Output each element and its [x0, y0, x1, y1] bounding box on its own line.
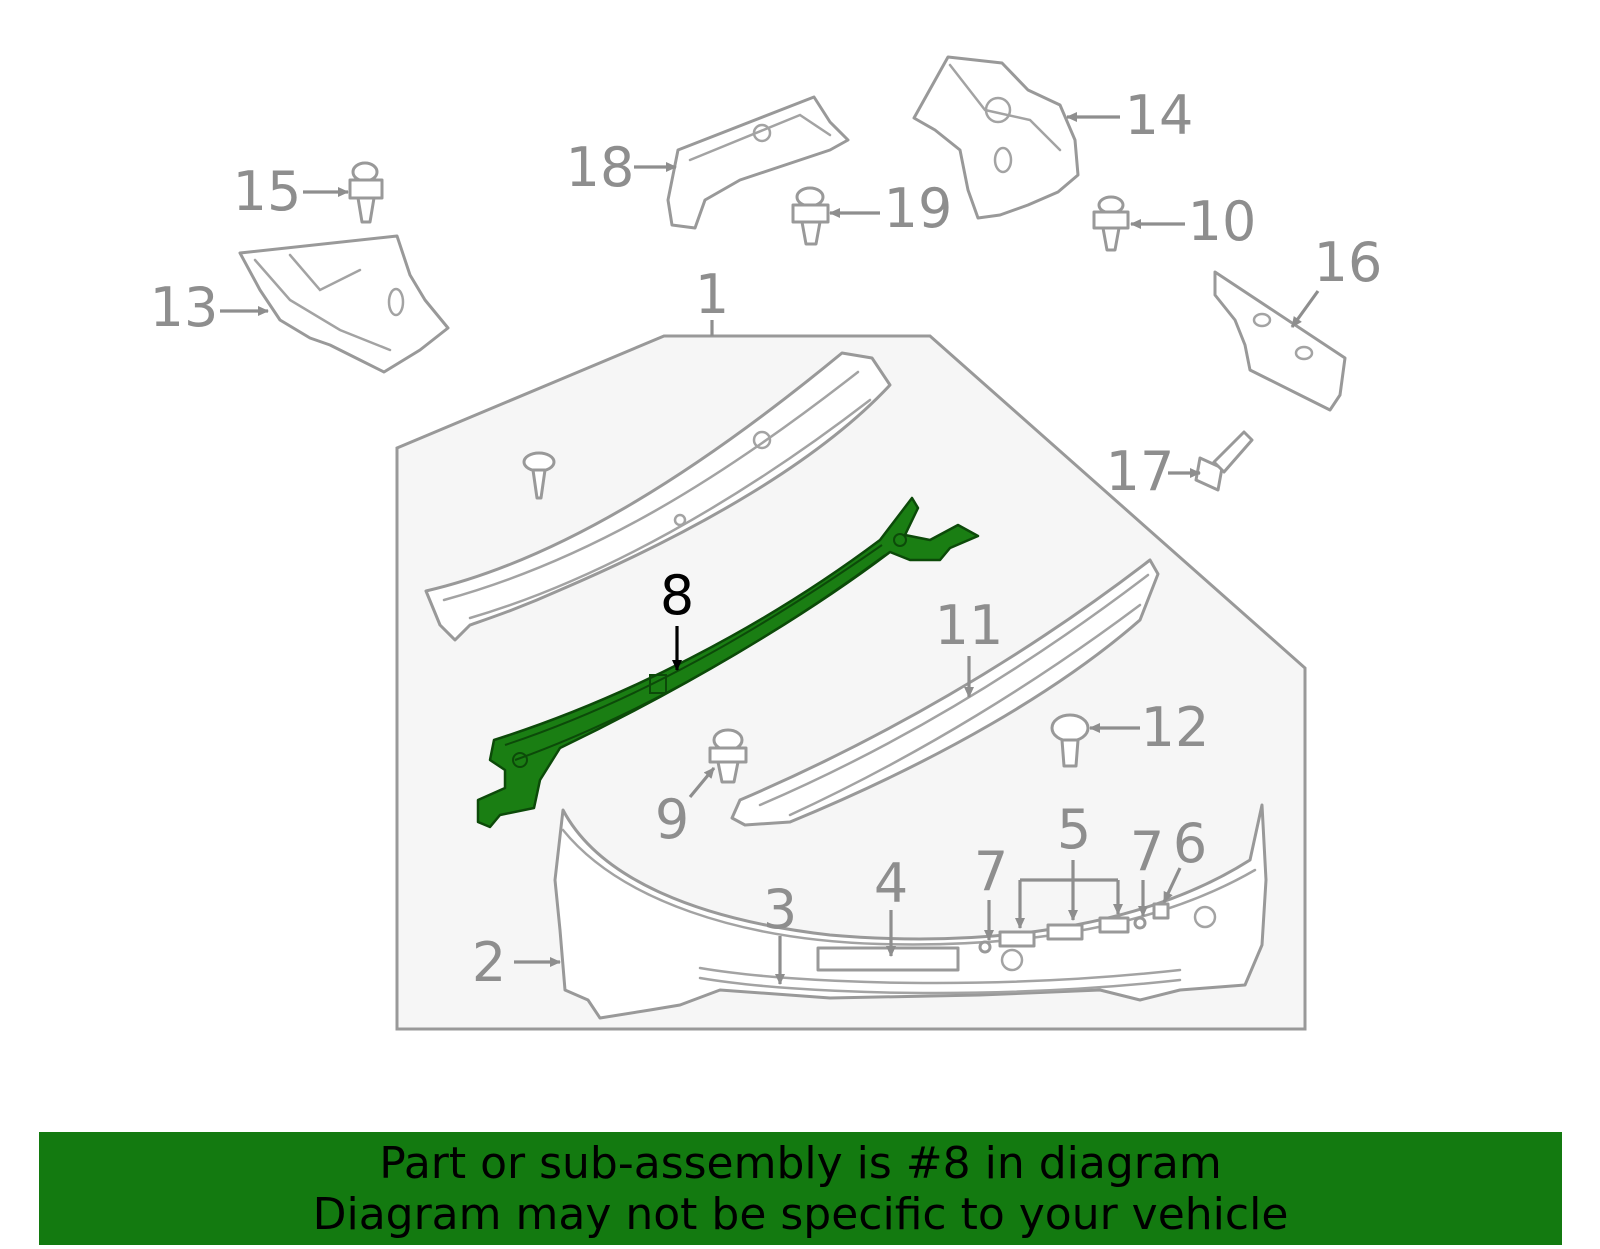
- bracket-part-13: [238, 234, 450, 374]
- upper-cowl-panel: [424, 351, 892, 642]
- bracket-part-18: [666, 95, 850, 230]
- sub-part-4: [816, 946, 960, 972]
- leader-16: [1290, 290, 1320, 328]
- cowl-screw: [522, 451, 556, 500]
- callout-18: 18: [566, 136, 635, 199]
- callout-2: 2: [472, 931, 506, 994]
- bolt-part-17: [1194, 430, 1254, 492]
- callout-5: 5: [1057, 798, 1091, 861]
- callout-8: 8: [660, 564, 694, 627]
- callout-19: 19: [884, 177, 953, 240]
- bracket-part-14: [912, 55, 1080, 220]
- clip-part-9: [708, 728, 748, 784]
- leader-9: [688, 766, 716, 799]
- callout-14: 14: [1125, 84, 1194, 147]
- callout-6: 6: [1173, 812, 1207, 875]
- bracket-part-16: [1213, 270, 1347, 412]
- banner-line-1: Part or sub-assembly is #8 in diagram: [379, 1137, 1222, 1189]
- sub-part-5a: [998, 930, 1036, 948]
- callout-7a: 7: [974, 840, 1008, 903]
- info-banner: Part or sub-assembly is #8 in diagram Di…: [39, 1132, 1562, 1245]
- callout-15: 15: [233, 160, 302, 223]
- banner-line-2: Diagram may not be specific to your vehi…: [312, 1188, 1289, 1240]
- sub-part-5b: [1046, 923, 1084, 941]
- callout-13: 13: [150, 276, 219, 339]
- clip-part-19: [791, 186, 830, 246]
- sub-part-5c: [1098, 916, 1130, 934]
- sub-part-7a: [978, 940, 992, 954]
- callout-1: 1: [695, 263, 729, 326]
- cowl-strip-part-11: [730, 558, 1160, 827]
- callout-9: 9: [655, 788, 689, 851]
- clip-part-10: [1092, 195, 1130, 252]
- callout-12: 12: [1141, 696, 1210, 759]
- callout-17: 17: [1106, 440, 1175, 503]
- callout-10: 10: [1188, 190, 1257, 253]
- callout-7b: 7: [1130, 820, 1164, 883]
- callout-4: 4: [874, 852, 908, 915]
- clip-part-12: [1050, 713, 1090, 768]
- clip-part-15: [348, 161, 384, 224]
- sub-part-6: [1152, 902, 1170, 920]
- cowl-top-panel-part-2: [553, 803, 1268, 1020]
- sub-part-7b: [1133, 916, 1147, 930]
- leader-6: [1162, 867, 1182, 903]
- callout-16: 16: [1314, 231, 1383, 294]
- callout-3: 3: [763, 878, 797, 941]
- callout-11: 11: [935, 594, 1004, 657]
